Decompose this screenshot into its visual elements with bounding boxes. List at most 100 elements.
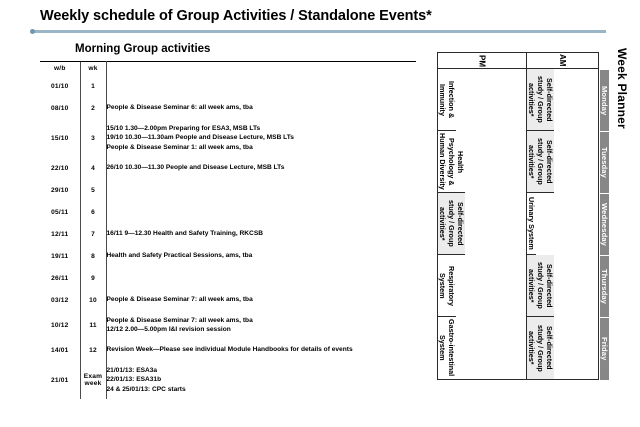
event-line: 12/12 2.00—5.00pm I&I revision session [106, 326, 231, 333]
week-number-line: 3 [91, 134, 95, 142]
planner-cell-am-wednesday[interactable]: Urinary System [527, 193, 536, 255]
cell-events: Health and Safety Practical Sessions, am… [106, 245, 416, 267]
event-line: People & Disease Seminar 6: all week ams… [106, 104, 253, 112]
cell-events [106, 179, 416, 201]
table-row: 08/10 2 People & Disease Seminar 6: all we… [40, 97, 416, 119]
table-row: 22/10 4 26/10 10.30—11.30 People and Disea… [40, 157, 416, 179]
event-line: 26/10 10.30—11.30 People and Disease Lec… [106, 164, 285, 172]
event-line: 21/01/13: ESA3a [106, 366, 158, 374]
planner-cell-am-thursday[interactable]: Self-directed study / Group activities* [527, 255, 554, 317]
cell-week-beginning: 08/10 [50, 104, 69, 112]
week-number-line: 7 [91, 230, 95, 238]
planner-cell-am-monday[interactable]: Self-directed study / Group activities* [527, 69, 554, 131]
week-number-line: 6 [91, 208, 95, 216]
cell-week-number: 11 [79, 311, 107, 339]
planner-column-am: AM Self-directed study / Group activitie… [527, 53, 598, 379]
cell-week-beginning: 10/12 [50, 321, 69, 329]
event-line: People & Disease Seminar 1: all week ams… [106, 143, 253, 151]
event-line: 24 & 25/01/13: CPC starts [106, 385, 186, 393]
table-row: 01/10 1 [40, 75, 416, 97]
week-planner-title: Week Planner [615, 48, 629, 129]
cell-week-number: 10 [79, 289, 107, 311]
table-row: 10/12 11 People & Disease Seminar 7: all w… [40, 311, 416, 339]
planner-day-friday: Friday [600, 318, 609, 380]
week-number-line: 10 [89, 296, 97, 304]
week-number-line: 9 [91, 274, 95, 282]
planner-day-tuesday: Tuesday [600, 132, 609, 194]
cell-week-beginning: 19/11 [51, 252, 69, 260]
title-underline-rule [34, 30, 606, 33]
table-row: 26/11 9 [40, 267, 416, 289]
week-number-line: 2 [91, 104, 95, 112]
cell-events: People & Disease Seminar 6: all week ams… [106, 97, 416, 119]
planner-cell-pm-thursday[interactable]: Respiratory System [438, 255, 456, 317]
cell-week-number: 8 [79, 245, 107, 267]
planner-day-thursday: Thursday [600, 256, 609, 318]
cell-events: People & Disease Seminar 7: all week ams… [106, 311, 416, 339]
event-line: Revision Week—Please see individual Modu… [106, 346, 353, 354]
cell-week-number: 4 [79, 157, 107, 179]
event-line: 16/11 9—12.30 Health and Safety Training… [106, 230, 263, 238]
planner-cell-pm-friday[interactable]: Gastro-intestinal System [438, 317, 456, 379]
cell-events [106, 201, 416, 223]
event-line: 15/10 1.30—2.00pm Preparing for ESA3, MS… [106, 124, 261, 132]
cell-events: People & Disease Seminar 7: all week ams… [106, 289, 416, 311]
cell-week-beginning: 26/11 [51, 274, 69, 282]
cell-week-number: 6 [79, 201, 107, 223]
event-line: People & Disease Seminar 7: all week ams… [106, 316, 253, 324]
table-row: 05/11 6 [40, 201, 416, 223]
cell-events: 26/10 10.30—11.30 People and Disease Lec… [106, 157, 416, 179]
morning-group-activities-heading: Morning Group activities [75, 43, 211, 55]
cell-week-beginning: 14/01 [50, 346, 69, 354]
table-row: 12/11 7 16/11 9—12.30 Health and Safety Tr… [40, 223, 416, 245]
event-line: 19/10 10.30—11.30am People and Disease L… [106, 134, 294, 142]
cell-week-number: 3 [79, 119, 107, 157]
planner-header-pm: PM [438, 53, 526, 69]
planner-cell-am-friday[interactable]: Self-directed study / Group activities* [527, 317, 554, 379]
cell-events: 16/11 9—12.30 Health and Safety Training… [106, 223, 416, 245]
cell-week-number: 9 [79, 267, 107, 289]
cell-week-beginning: 01/10 [50, 82, 69, 90]
week-number-line: 1 [91, 82, 95, 90]
cell-week-number: 12 [79, 339, 107, 361]
cell-week-beginning: 21/01 [50, 376, 69, 384]
event-line: 22/01/13: ESA31b [106, 376, 162, 384]
cell-week-number: 1 [79, 75, 107, 97]
cell-week-beginning: 12/11 [51, 230, 69, 238]
column-header-week-number: wk [79, 61, 107, 75]
planner-header-am: AM [527, 53, 598, 69]
week-number-line: 5 [91, 186, 95, 194]
title-rule-dot [30, 29, 35, 34]
cell-week-number: 5 [79, 179, 107, 201]
week-number-line: 8 [91, 252, 95, 260]
column-header-week-beginning: w/b [40, 61, 80, 75]
planner-cell-pm-wednesday[interactable]: Self-directed study / Group activities* [438, 193, 465, 255]
week-number-line: week [84, 380, 102, 387]
planner-cell-am-tuesday[interactable]: Self-directed study / Group activities* [527, 131, 554, 193]
cell-week-beginning: 05/11 [51, 208, 69, 216]
page-title: Weekly schedule of Group Activities / St… [40, 8, 432, 24]
week-number-line: 11 [89, 321, 97, 329]
cell-events [106, 267, 416, 289]
day-strip-spacer [600, 52, 617, 70]
cell-events [106, 75, 416, 97]
column-header-events [106, 61, 416, 75]
cell-week-beginning: 22/10 [50, 164, 69, 172]
planner-cell-pm-tuesday[interactable]: Health Psychology & Human Diversity [438, 131, 465, 193]
table-row: 19/11 8 Health and Safety Practical Sessio… [40, 245, 416, 267]
planner-cell-pm-monday[interactable]: Infection & Immunity [438, 69, 456, 131]
cell-week-number: 7 [79, 223, 107, 245]
cell-week-beginning: 15/10 [50, 134, 69, 142]
week-number-line: 4 [91, 164, 95, 172]
